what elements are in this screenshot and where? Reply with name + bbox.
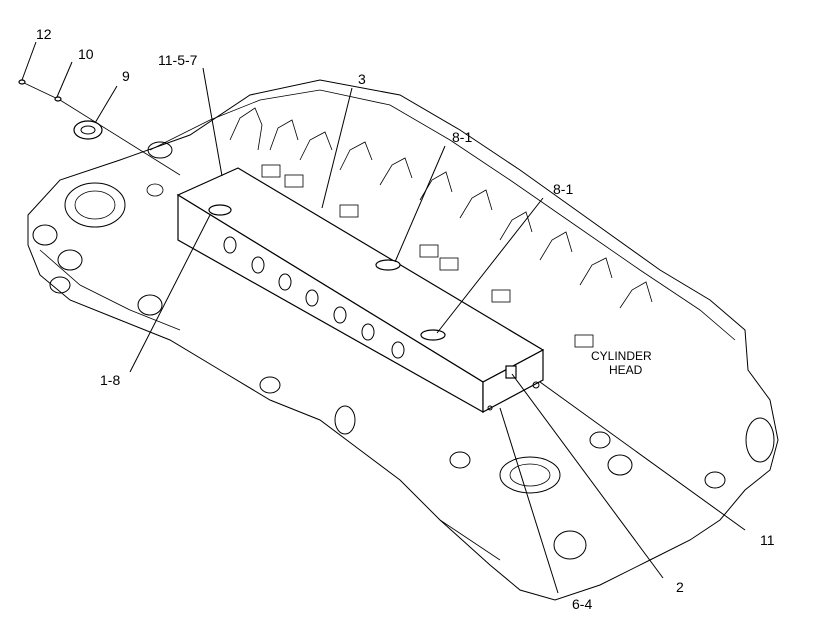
right-end-details bbox=[137, 294, 775, 560]
label-12: 12 bbox=[36, 26, 52, 42]
callout-labels: 12 10 9 11-5-7 3 8-1 8-1 1-8 CYLINDER HE… bbox=[36, 26, 775, 612]
rocker-details bbox=[229, 107, 653, 348]
label-10: 10 bbox=[78, 46, 94, 62]
exploded-fasteners bbox=[18, 79, 181, 176]
label-1-8: 1-8 bbox=[100, 372, 120, 388]
label-11: 11 bbox=[760, 532, 775, 548]
label-9: 9 bbox=[122, 68, 130, 84]
label-8-1-lower: 8-1 bbox=[553, 181, 573, 197]
cylinder-head-outline bbox=[27, 79, 779, 601]
left-end-ports bbox=[32, 141, 173, 294]
leader-lines bbox=[21, 41, 746, 594]
rail-assembly bbox=[176, 167, 545, 414]
label-2: 2 bbox=[676, 579, 684, 595]
label-8-1-upper: 8-1 bbox=[452, 129, 472, 145]
label-6-4: 6-4 bbox=[572, 596, 592, 612]
label-11-5-7: 11-5-7 bbox=[158, 52, 198, 68]
label-cylinder: CYLINDER bbox=[591, 349, 652, 363]
label-3: 3 bbox=[358, 71, 366, 87]
label-head: HEAD bbox=[609, 363, 643, 377]
